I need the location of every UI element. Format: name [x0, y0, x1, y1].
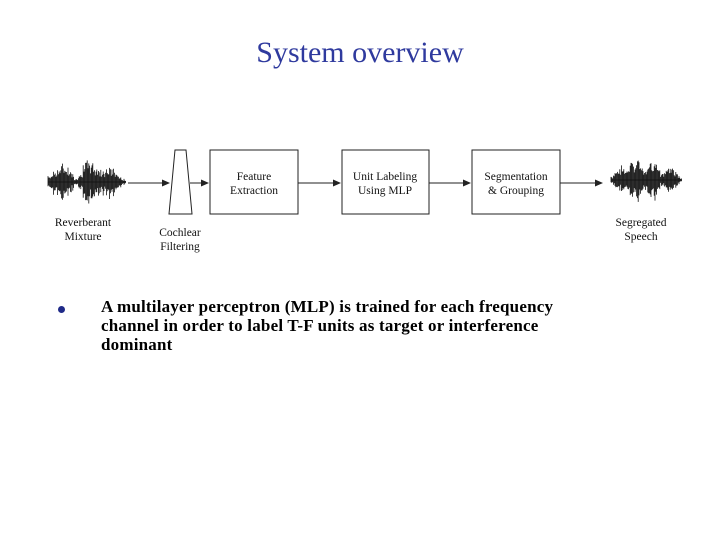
cochlear-filter-shape: [168, 149, 193, 215]
bullet-line-3: dominant: [101, 335, 173, 354]
arrow-input-to-filter: [128, 179, 170, 187]
feature-box-label-2: Extraction: [230, 185, 278, 197]
slide-title: System overview: [256, 36, 464, 69]
input-waveform: [47, 160, 126, 204]
output-label-2: Speech: [624, 231, 657, 243]
arrow-feature-to-mlp: [298, 179, 341, 187]
output-label-1: Segregated: [615, 217, 666, 229]
mlp-box-label-2: Using MLP: [358, 185, 412, 197]
bullet-line-2: channel in order to label T-F units as t…: [101, 316, 539, 335]
filter-label-2: Filtering: [160, 241, 200, 253]
output-waveform: [610, 160, 682, 202]
mlp-box-label-1: Unit Labeling: [353, 171, 417, 183]
bullet-item: A multilayer perceptron (MLP) is trained…: [58, 297, 638, 354]
arrow-filter-to-feature: [190, 179, 209, 187]
system-diagram: Feature Extraction Unit Labeling Using M…: [47, 149, 682, 253]
filter-label-1: Cochlear: [159, 227, 201, 239]
arrow-segmentation-to-output: [560, 179, 603, 187]
unit-labeling-box: [341, 149, 430, 215]
seg-box-label-1: Segmentation: [484, 171, 547, 183]
feature-box-label-1: Feature: [237, 171, 271, 183]
segmentation-box: [471, 149, 561, 215]
feature-extraction-box: [209, 149, 299, 215]
input-label-1: Reverberant: [55, 217, 112, 229]
input-label-2: Mixture: [64, 231, 101, 243]
bullet-list: A multilayer perceptron (MLP) is trained…: [58, 297, 638, 354]
arrow-mlp-to-segmentation: [429, 179, 471, 187]
seg-box-label-2: & Grouping: [488, 185, 544, 197]
bullet-text: A multilayer perceptron (MLP) is trained…: [101, 297, 553, 354]
bullet-dot-icon: [58, 306, 65, 313]
bullet-line-1: A multilayer perceptron (MLP) is trained…: [101, 297, 554, 316]
